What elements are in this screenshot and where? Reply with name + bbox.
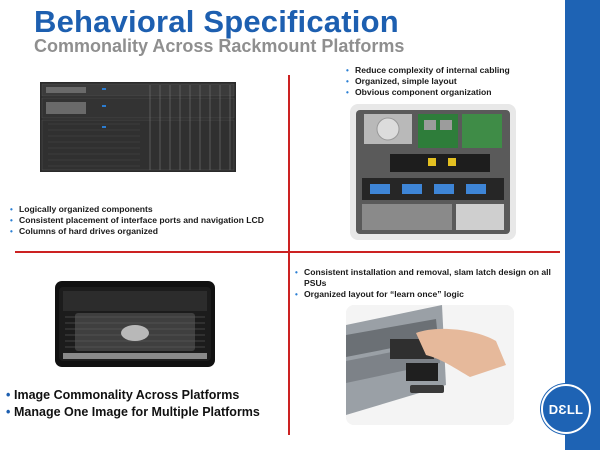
psu-installation-bullets: Consistent installation and removal, sla… — [295, 267, 560, 300]
bullet-item: Obvious component organization — [346, 87, 556, 98]
vertical-divider — [288, 75, 290, 435]
server-internal-chassis-image — [350, 104, 516, 240]
bullet-item: Columns of hard drives organized — [10, 226, 285, 237]
internal-layout-bullets: Reduce complexity of internal cabling Or… — [346, 65, 556, 98]
image-commonality-bullets: Image Commonality Across Platforms Manag… — [6, 387, 286, 421]
dell-logo-text: DƐLL — [548, 401, 584, 417]
bullet-item: Logically organized components — [10, 204, 285, 215]
psu-removal-image — [346, 305, 514, 425]
bullet-item: Consistent placement of interface ports … — [10, 215, 285, 226]
rack-servers-front-image — [40, 82, 236, 172]
slide-title: Behavioral Specification — [34, 4, 399, 39]
bullet-item: Organized layout for “learn once” logic — [295, 289, 560, 300]
bullet-item: Consistent installation and removal, sla… — [295, 267, 560, 289]
bullet-item: Organized, simple layout — [346, 76, 556, 87]
side-accent-bar — [565, 0, 600, 450]
server-bezel-image — [55, 281, 215, 367]
horizontal-divider — [15, 251, 560, 253]
dell-logo: DƐLL — [541, 384, 591, 434]
bullet-item: Reduce complexity of internal cabling — [346, 65, 556, 76]
bullet-item: Manage One Image for Multiple Platforms — [6, 404, 286, 421]
bullet-item: Image Commonality Across Platforms — [6, 387, 286, 404]
front-panel-bullets: Logically organized components Consisten… — [10, 204, 285, 237]
slide-subtitle: Commonality Across Rackmount Platforms — [34, 36, 405, 56]
